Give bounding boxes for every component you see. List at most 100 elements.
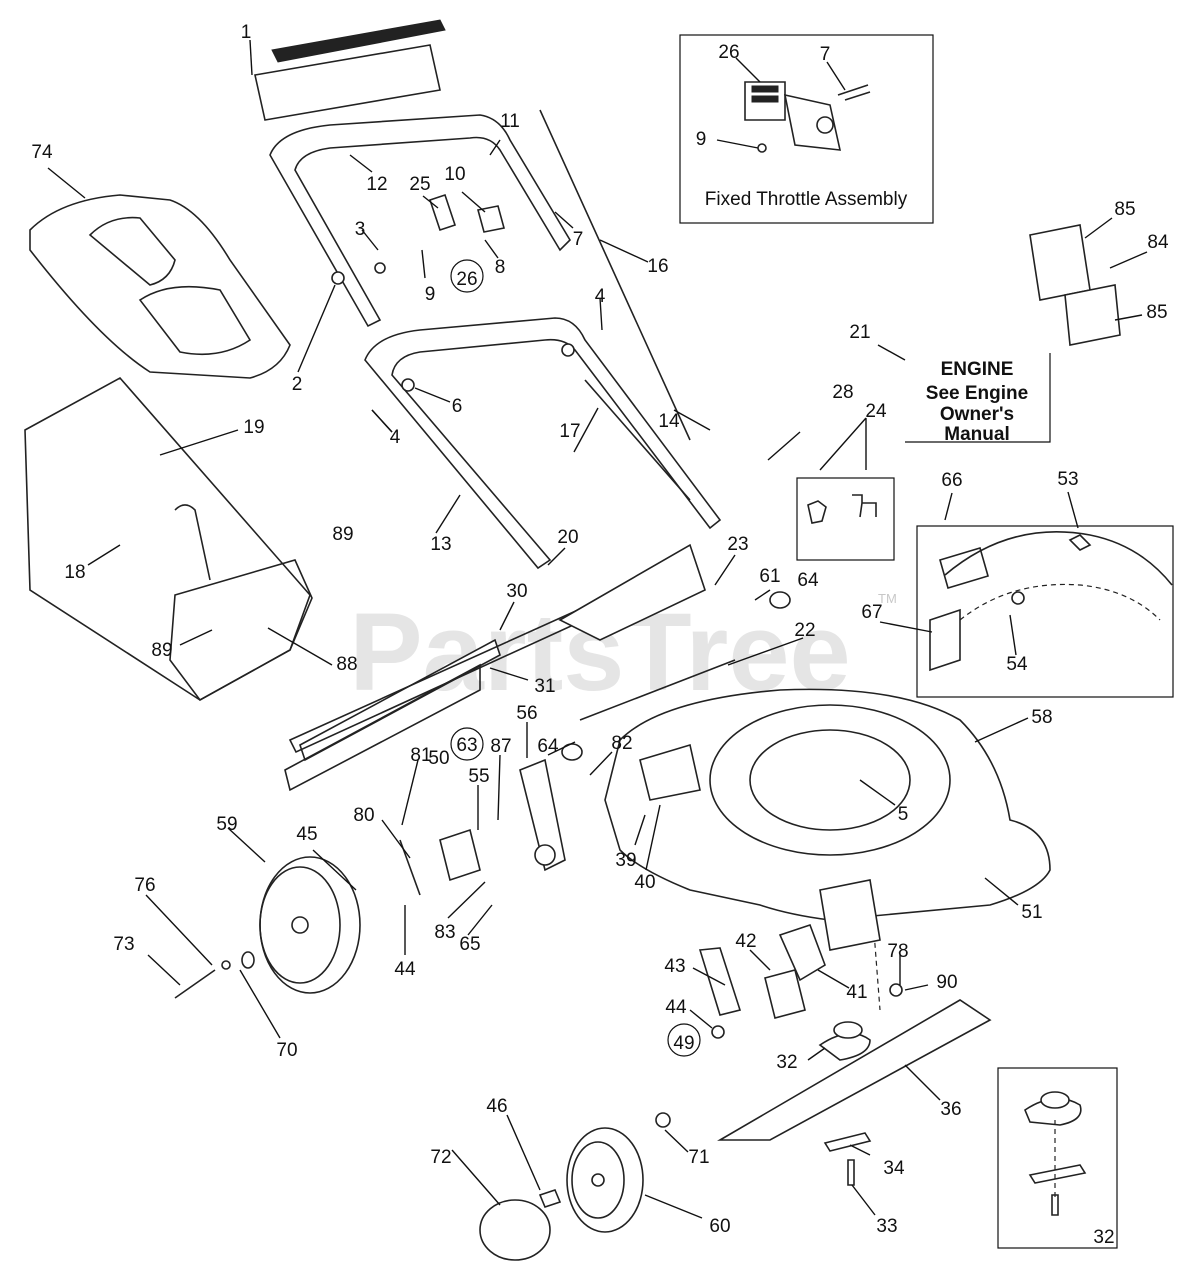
part-number-87: 87: [490, 736, 511, 757]
part-number-76: 76: [134, 875, 155, 896]
part-number-9: 9: [696, 129, 707, 150]
part-number-4: 4: [390, 427, 401, 448]
part-number-7: 7: [573, 229, 584, 250]
svg-text:See Engine: See Engine: [926, 383, 1028, 404]
rear-wheel: [174, 856, 361, 999]
front-wheel: [479, 1127, 644, 1261]
part-number-17: 17: [559, 421, 580, 442]
part-number-80: 80: [353, 805, 374, 826]
part-number-70: 70: [276, 1040, 297, 1061]
part-number-65: 65: [459, 934, 480, 955]
part-number-74: 74: [31, 142, 53, 163]
part-number-12: 12: [366, 174, 387, 195]
part-number-3: 3: [355, 219, 366, 240]
circle-49: [667, 1023, 701, 1057]
part-number-44: 44: [665, 997, 687, 1018]
part-number-44: 44: [394, 959, 416, 980]
part-number-84: 84: [1147, 232, 1169, 253]
part-number-90: 90: [936, 972, 957, 993]
part-number-28: 28: [832, 382, 853, 403]
part-number-10: 10: [444, 164, 465, 185]
grass-bag: [24, 376, 313, 702]
part-number-4: 4: [595, 286, 606, 307]
part-number-26: 26: [456, 269, 477, 290]
inset-box-32: [997, 1067, 1118, 1249]
part-number-24: 24: [865, 401, 887, 422]
part-number-6: 6: [452, 396, 463, 417]
part-number-51: 51: [1021, 902, 1042, 923]
part-number-26: 26: [718, 42, 739, 63]
part-number-20: 20: [557, 527, 578, 548]
part-number-13: 13: [430, 534, 451, 555]
part-number-66: 66: [941, 470, 962, 491]
part-number-31: 31: [534, 676, 555, 697]
inset-parts-53: [929, 531, 1173, 672]
part-number-32: 32: [1093, 1227, 1114, 1248]
fixed-throttle-caption: Fixed Throttle Assembly: [705, 189, 908, 210]
part-number-40: 40: [634, 872, 655, 893]
circle-63: [450, 727, 484, 761]
part-number-32: 32: [776, 1052, 797, 1073]
part-number-54: 54: [1006, 654, 1028, 675]
part-number-2: 2: [292, 374, 303, 395]
part-number-19: 19: [243, 417, 264, 438]
part-number-53: 53: [1057, 469, 1078, 490]
part-number-23: 23: [727, 534, 748, 555]
part-number-34: 34: [883, 1158, 905, 1179]
part-number-73: 73: [113, 934, 134, 955]
deck: [604, 688, 1051, 1011]
part-number-45: 45: [296, 824, 317, 845]
part-number-18: 18: [64, 562, 85, 583]
svg-text:ENGINE: ENGINE: [941, 359, 1014, 380]
inset-parts-24: [807, 494, 877, 524]
part-number-8: 8: [495, 257, 506, 278]
part-number-7: 7: [820, 44, 831, 65]
part-number-25: 25: [409, 174, 430, 195]
part-number-9: 9: [425, 284, 436, 305]
leader-lines: [47, 39, 1148, 1219]
part-number-55: 55: [468, 766, 489, 787]
svg-text:Manual: Manual: [944, 424, 1009, 445]
part-number-50: 50: [428, 748, 449, 769]
part-number-36: 36: [940, 1099, 961, 1120]
part-number-46: 46: [486, 1096, 507, 1117]
part-number-58: 58: [1031, 707, 1052, 728]
part-number-33: 33: [876, 1216, 897, 1237]
part-number-83: 83: [434, 922, 455, 943]
rear-flap-and-rods: [284, 543, 736, 792]
svg-text:Owner's: Owner's: [940, 404, 1014, 425]
part-number-85: 85: [1114, 199, 1135, 220]
side-brackets-84-85: [1029, 224, 1121, 346]
part-number-42: 42: [735, 931, 756, 952]
part-number-64: 64: [797, 570, 819, 591]
blade-assembly: [655, 983, 992, 1186]
part-number-49: 49: [673, 1033, 694, 1054]
part-number-11: 11: [500, 111, 520, 132]
inset-box-53: [916, 525, 1174, 698]
part-number-88: 88: [336, 654, 357, 675]
grass-bag-lid: [29, 194, 291, 379]
part-number-41: 41: [846, 982, 867, 1003]
part-number-89: 89: [151, 640, 172, 661]
part-number-61: 61: [759, 566, 780, 587]
part-number-82: 82: [611, 733, 632, 754]
part-number-89: 89: [332, 524, 353, 545]
part-number-67: 67: [861, 602, 882, 623]
part-number-72: 72: [430, 1147, 451, 1168]
part-number-64: 64: [537, 736, 559, 757]
part-number-39: 39: [615, 850, 636, 871]
part-number-21: 21: [849, 322, 870, 343]
part-number-85: 85: [1146, 302, 1167, 323]
part-number-60: 60: [709, 1216, 730, 1237]
part-number-81: 81: [410, 745, 431, 766]
circle-26: [450, 259, 484, 293]
part-number-71: 71: [688, 1147, 709, 1168]
part-number-1: 1: [241, 22, 252, 43]
part-number-16: 16: [647, 256, 668, 277]
part-number-78: 78: [887, 941, 908, 962]
inset-parts-32: [1024, 1091, 1087, 1216]
part-number-5: 5: [898, 804, 909, 825]
part-number-63: 63: [456, 735, 477, 756]
